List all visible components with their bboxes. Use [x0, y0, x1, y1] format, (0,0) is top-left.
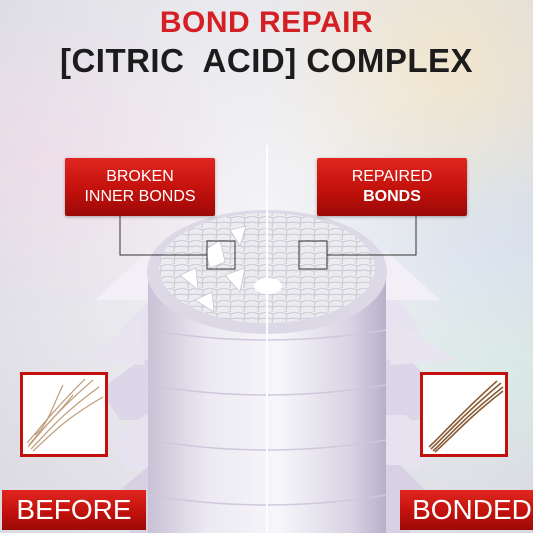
before-hair-photo [20, 372, 108, 457]
broken-bonds-label: BROKEN INNER BONDS [65, 158, 215, 216]
broken-bonds-label-line1: BROKEN [106, 168, 174, 185]
callout-connectors [119, 216, 417, 270]
frizzy-hair-image [26, 378, 104, 452]
repaired-bonds-label-line2: BONDS [363, 188, 421, 205]
subheadline: [CITRIC ACID] COMPLEX [59, 42, 474, 79]
repaired-bonds-label: REPAIRED BONDS [317, 158, 467, 216]
broken-bonds-label-line2: INNER BONDS [84, 188, 196, 205]
repaired-bonds-label-line1: REPAIRED [351, 168, 433, 185]
smooth-hair-image [428, 380, 504, 453]
bonded-tag: BONDED [400, 490, 533, 530]
broken-bond-fragments [179, 225, 247, 313]
headline: BOND REPAIR [159, 6, 374, 39]
before-tag: BEFORE [2, 490, 146, 530]
bonded-hair-photo [420, 372, 508, 457]
